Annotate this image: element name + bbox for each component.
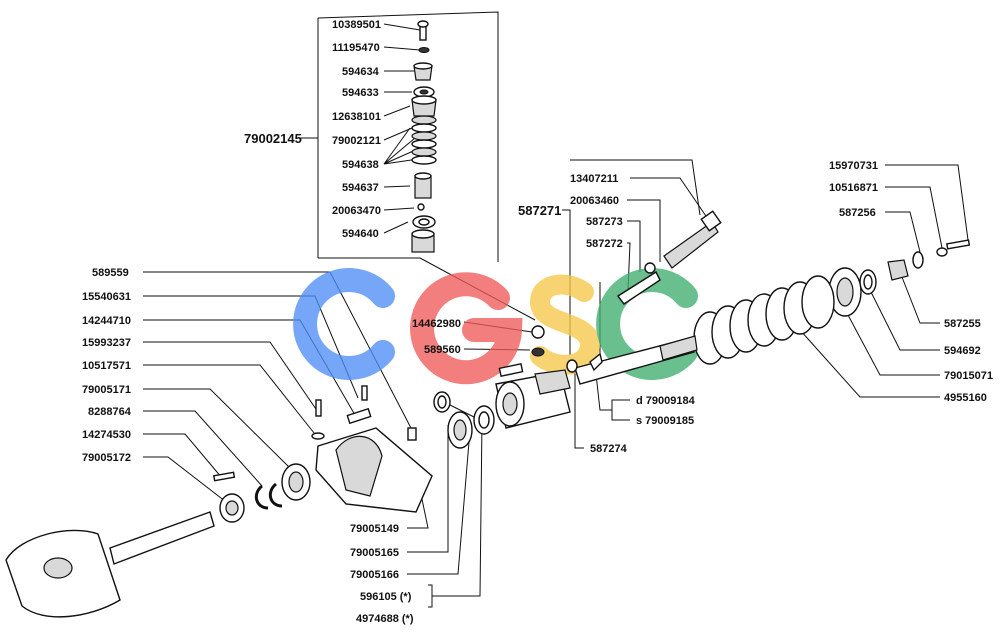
callout-14274530: 14274530 [82, 429, 131, 441]
callout-13407211: 13407211 [570, 173, 618, 185]
callout-587274: 587274 [590, 443, 628, 455]
callout-587271: 587271 [518, 203, 561, 218]
support-bracket-parts [5, 385, 433, 618]
valve-stack-parts [411, 20, 437, 253]
spring-assembly-parts [566, 210, 971, 385]
callout-15540631: 15540631 [82, 291, 131, 303]
callout-79009185: s 79009185 [636, 415, 694, 427]
callout-594692: 594692 [944, 345, 981, 357]
watermark-letter-s [529, 274, 600, 375]
callout-594640: 594640 [342, 228, 379, 240]
steering-housing [495, 325, 571, 429]
callout-79005172: 79005172 [82, 452, 131, 464]
callout-10389501: 10389501 [332, 19, 381, 31]
callout-15993237: 15993237 [82, 337, 131, 349]
callout-79005166: 79005166 [350, 569, 399, 581]
callout-594633: 594633 [342, 87, 379, 99]
callout-587273: 587273 [586, 216, 623, 228]
callout-4955160: 4955160 [944, 392, 987, 404]
callout-79002145: 79002145 [244, 131, 302, 146]
callout-589560: 589560 [424, 344, 461, 356]
callout-79005149: 79005149 [350, 523, 399, 535]
callout-4974688: 4974688 (*) [356, 613, 414, 625]
callout-587272: 587272 [586, 238, 623, 250]
callout-587256: 587256 [839, 207, 876, 219]
coil-spring [693, 275, 835, 365]
callout-594637: 594637 [342, 182, 379, 194]
callout-79005165: 79005165 [350, 547, 399, 559]
callout-10516871: 10516871 [829, 182, 878, 194]
callout-596105: 596105 (*) [360, 591, 412, 603]
callout-594638: 594638 [342, 159, 379, 171]
callout-589559: 589559 [92, 267, 129, 279]
callout-15970731: 15970731 [829, 160, 878, 172]
callout-79002121: 79002121 [332, 135, 381, 147]
seals-and-rings [433, 391, 495, 449]
watermark-letter-g [410, 272, 523, 385]
callout-12638101: 12638101 [332, 111, 381, 123]
callout-79005171: 79005171 [82, 384, 131, 396]
callout-10517571: 10517571 [82, 360, 131, 372]
callout-594634: 594634 [342, 66, 380, 78]
callout-14244710: 14244710 [82, 315, 131, 327]
callout-labels: 10389501 11195470 594634 594633 12638101… [82, 19, 993, 625]
callout-8288764: 8288764 [88, 406, 132, 418]
watermark-letter-c1 [293, 268, 395, 380]
callout-587255: 587255 [944, 318, 981, 330]
callout-20063460: 20063460 [570, 195, 619, 207]
callout-79015071: 79015071 [944, 370, 993, 382]
callout-79009184: d 79009184 [636, 395, 696, 407]
callout-14462980: 14462980 [412, 318, 461, 330]
callout-11195470: 11195470 [332, 42, 380, 54]
callout-20063470: 20063470 [332, 205, 381, 217]
